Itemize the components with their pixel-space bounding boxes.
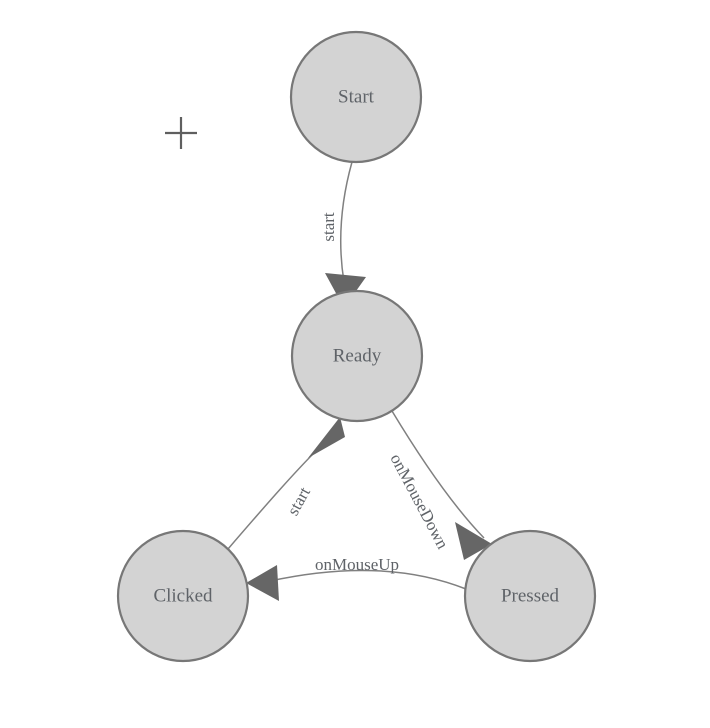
node-start-circle[interactable] [289,30,423,164]
node-clicked-circle[interactable] [116,529,250,663]
edge-pressed-to-clicked-arrowhead [246,565,279,601]
node-ready[interactable]: Ready [290,289,424,423]
node-start-label: Start [338,86,375,107]
edge-clicked-to-ready[interactable]: start [227,417,345,550]
edge-clicked-to-ready-arrowhead [308,417,345,458]
edge-label-start-to-ready: start [319,212,338,242]
node-pressed-circle[interactable] [463,529,597,663]
edge-label-ready-to-pressed: onMouseDown [386,451,452,553]
edge-pressed-to-clicked[interactable]: onMouseUp [246,555,467,601]
edge-pressed-to-clicked-path[interactable] [269,569,467,590]
edge-label-clicked-to-ready: start [283,484,314,519]
node-ready-circle[interactable] [290,289,424,423]
node-pressed[interactable]: Pressed [463,529,597,663]
edge-start-to-ready-arrowhead [325,273,366,308]
crosshair-icon [165,117,197,149]
node-pressed-label: Pressed [501,585,560,606]
edge-start-to-ready-path[interactable] [339,161,353,283]
node-clicked[interactable]: Clicked [116,529,250,663]
edge-ready-to-pressed-path[interactable] [391,410,485,539]
edge-label-pressed-to-clicked: onMouseUp [315,555,399,574]
node-ready-label: Ready [333,345,382,366]
node-clicked-label: Clicked [153,585,213,606]
edge-ready-to-pressed-arrowhead [455,522,492,560]
node-start[interactable]: Start [289,30,423,164]
edge-ready-to-pressed[interactable]: onMouseDown [386,410,492,560]
edge-start-to-ready[interactable]: start [319,161,366,308]
